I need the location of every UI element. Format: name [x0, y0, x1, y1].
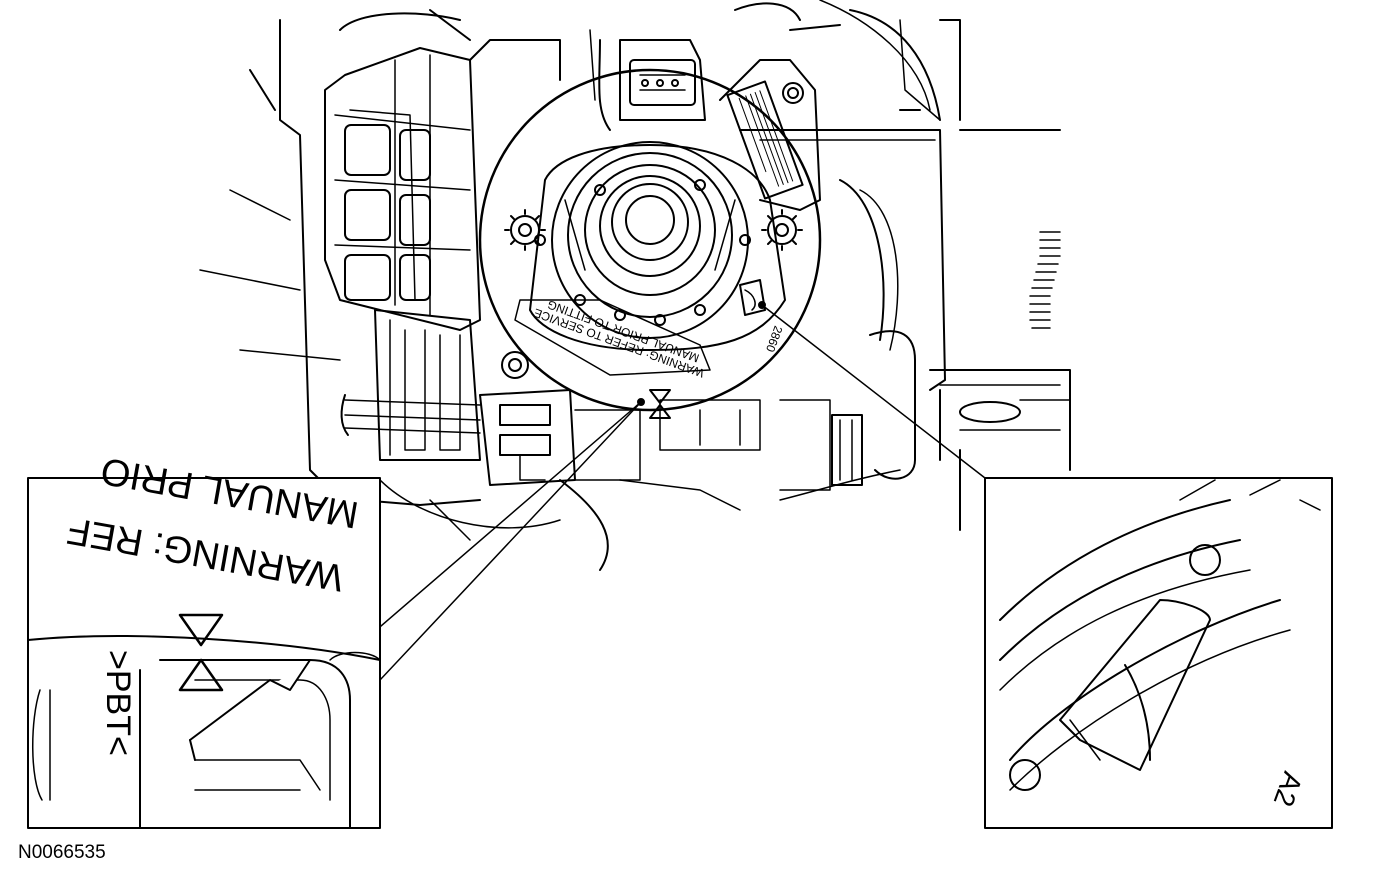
detail-arrow-up-icon: [178, 658, 224, 692]
clockspring-warning-plate: [514, 299, 711, 376]
barcode-label-tab: [719, 59, 821, 211]
clockspring-outer-ring: [478, 68, 822, 412]
clockspring-warning-line1: WARNING: REFER TO SERVICE: [532, 306, 706, 381]
bottom-connector: [479, 330, 916, 491]
detail-panel-left: WARNING: REF MANUAL PRIO >PBT<: [27, 449, 381, 829]
clockspring-assembly: WARNING: REFER TO SERVICE MANUAL PRIOR T…: [478, 68, 822, 419]
steering-column-housing: [199, 0, 1071, 571]
spring-coil: [1029, 231, 1061, 329]
alignment-arrow-down-icon: [649, 389, 671, 404]
gear-left: [504, 209, 546, 251]
lower-connector-bracket: [340, 309, 481, 461]
top-electrical-connector: [589, 29, 706, 131]
alignment-arrow-up-icon: [649, 404, 671, 419]
detail-panel-right: A2: [984, 477, 1333, 829]
detail-left-material: >PBT<: [99, 650, 137, 756]
detail-arrow-down-icon: [178, 613, 224, 647]
figure-reference-code: N0066535: [18, 842, 106, 863]
clockspring-code: 2860: [763, 324, 785, 354]
gear-right: [761, 209, 803, 251]
left-switch-module: [324, 39, 561, 331]
